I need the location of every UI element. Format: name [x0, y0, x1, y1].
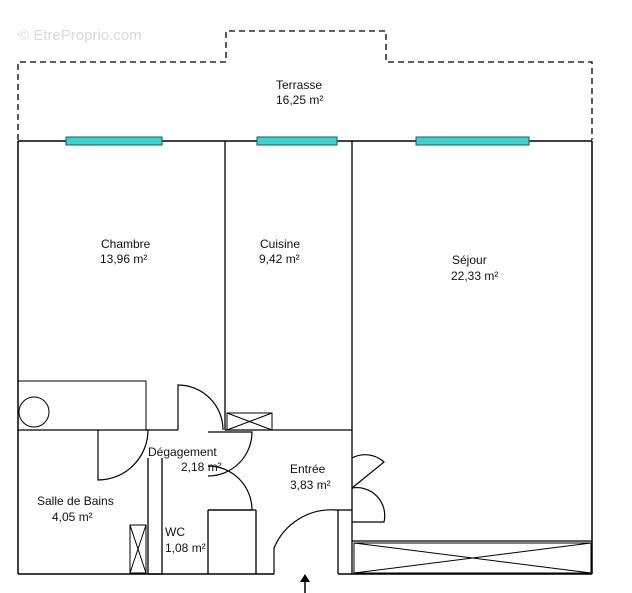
door-salle-de-bains [97, 429, 149, 481]
entree-name: Entrée [290, 462, 326, 476]
door-swings [97, 384, 386, 574]
sejour-storage [353, 542, 592, 574]
interior-walls [18, 141, 592, 575]
salle-de-bains-name: Salle de Bains [37, 494, 114, 508]
chambre-area: 13,96 m² [100, 252, 147, 266]
bathroom-unit [129, 524, 147, 574]
wc-area: 1,08 m² [165, 541, 206, 555]
sejour-name: Séjour [452, 253, 487, 267]
door-cuisine [207, 431, 253, 477]
entree-area: 3,83 m² [290, 478, 331, 492]
door-chambre [177, 384, 224, 431]
terrasse-name: Terrasse [276, 78, 322, 92]
degagement-area: 2,18 m² [181, 460, 222, 474]
cuisine-area: 9,42 m² [259, 252, 300, 266]
kitchen-unit [226, 412, 273, 431]
degagement-name: Dégagement [148, 445, 217, 459]
entrance-arrow-icon [300, 574, 310, 593]
wc-name: WC [165, 525, 185, 539]
chambre-name: Chambre [101, 237, 151, 251]
washbasin-circle [18, 396, 50, 428]
window-cuisine [256, 136, 338, 146]
door-sejour-upper [351, 454, 385, 489]
sejour-area: 22,33 m² [451, 269, 498, 283]
door-wc [207, 465, 253, 511]
cuisine-name: Cuisine [260, 237, 300, 251]
windows [65, 136, 530, 146]
window-chambre [65, 136, 163, 146]
terrasse-area: 16,25 m² [276, 93, 323, 107]
door-sejour-lower [351, 487, 386, 523]
watermark: © EtreProprio.com [18, 27, 142, 44]
chambre-closet [17, 380, 147, 431]
window-sejour [415, 136, 530, 146]
door-entree [273, 509, 338, 574]
terrace-outline [17, 30, 593, 140]
salle-de-bains-area: 4,05 m² [52, 510, 93, 524]
exterior-walls [17, 140, 593, 575]
